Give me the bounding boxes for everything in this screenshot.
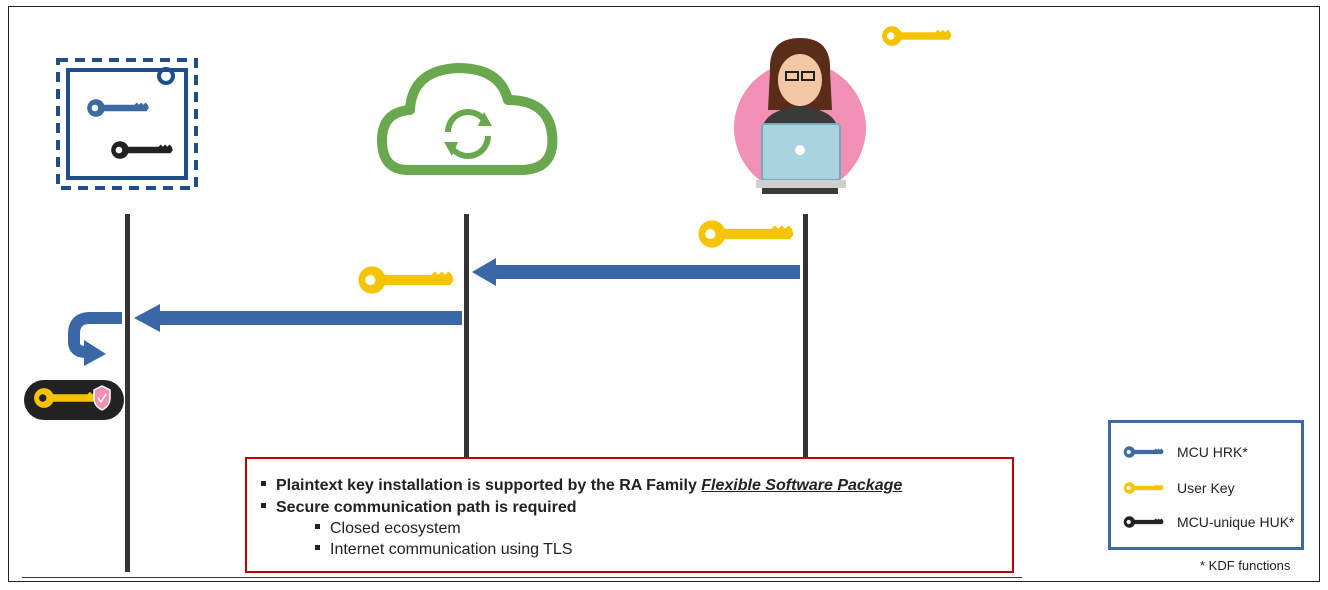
cloud-icon [377,63,558,175]
info-box: Plaintext key installation is supported … [245,457,1014,573]
install-curved-arrow [68,312,122,366]
user-avatar-icon [734,38,866,194]
legend: MCU HRK* User Key MCU-unique HUK* [1108,420,1304,550]
cloud-lifeline [464,214,469,460]
user-key-icon [882,26,952,46]
yellow-key-icon [1123,482,1164,494]
wrapped-key-icon [24,380,124,420]
diagram-frame [8,6,1320,582]
fsp-link[interactable]: Flexible Software Package [701,477,903,494]
mcu-lifeline [125,214,130,572]
bottom-rule [22,577,1022,578]
bullet-plaintext-install: Plaintext key installation is supported … [261,477,902,495]
mcu-huk-key-icon [111,141,173,159]
arrow-user-to-cloud [472,258,800,286]
sync-icon [445,109,491,159]
mcu-chip-icon [56,58,198,190]
sub-bullet-internet-tls: Internet communication using TLS [315,541,573,559]
sub-bullet-closed-ecosystem: Closed ecosystem [315,520,461,538]
legend-item-user-key: User Key [1123,477,1235,499]
user-lifeline [803,214,808,460]
mcu-hrk-key-icon [87,99,149,117]
cloud-key-transfer-icon [358,266,454,294]
black-key-icon [1123,516,1164,528]
kdf-footnote: * KDF functions [1200,558,1291,573]
blue-key-icon [1123,446,1164,458]
arrow-cloud-to-mcu [134,304,462,332]
legend-item-mcu-hrk: MCU HRK* [1123,441,1248,463]
legend-item-mcu-huk: MCU-unique HUK* [1123,511,1294,533]
user-key-transfer-icon [698,220,794,248]
bullet-secure-path: Secure communication path is required [261,499,577,517]
